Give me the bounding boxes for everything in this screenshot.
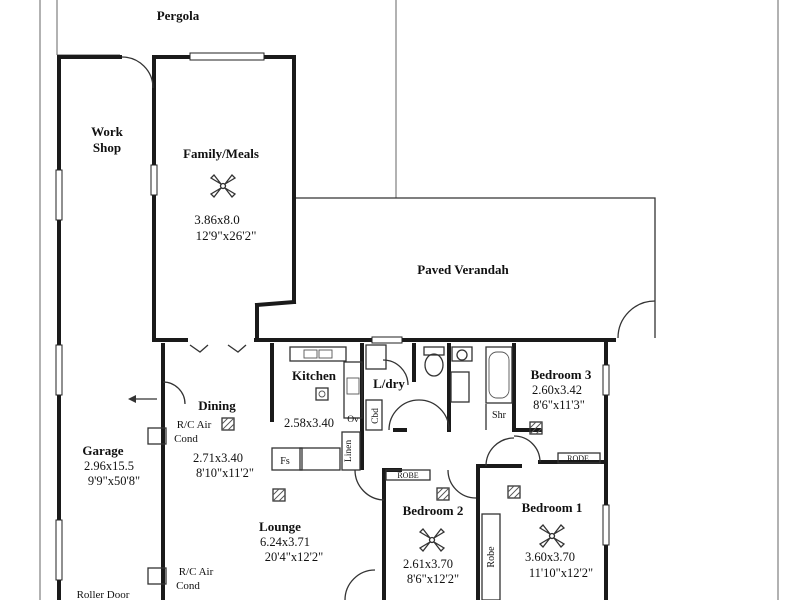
door-swing-icon (617, 300, 656, 339)
bedroom2-metric: 2.61x3.70 (403, 557, 453, 571)
bedroom2-label: Bedroom 2 (403, 503, 464, 518)
roller-door-label: Roller Door (77, 589, 130, 600)
door-swing-icon (485, 437, 515, 467)
bedroom3-robe-label: RODE (567, 454, 589, 463)
family-meals-imperial: 12'9"x26'2" (196, 228, 257, 243)
door-swing-icon (227, 344, 247, 353)
robes (385, 452, 601, 600)
light-fixture-icon (436, 487, 450, 501)
linen-label: Linen (344, 440, 354, 462)
toilet-icon (424, 353, 444, 377)
robe-label: Robe (486, 546, 497, 568)
light-fixture-icon (315, 387, 329, 401)
kitchen-fixtures (271, 344, 387, 471)
light-fixture-icon (272, 488, 286, 502)
aircon-units (147, 427, 167, 585)
door-swing-icon (344, 569, 376, 600)
laundry-label: L/dry (373, 376, 405, 391)
dining-imperial: 8'10"x11'2" (196, 466, 254, 480)
ceiling-fans (209, 174, 566, 552)
garage-imperial: 9'9"x50'8" (88, 474, 140, 488)
garage-label: Garage (82, 443, 123, 458)
paved-verandah-label: Paved Verandah (417, 262, 509, 277)
pergola-label: Pergola (157, 8, 200, 23)
ceiling-fan-icon (209, 174, 237, 198)
shower-icon (485, 346, 513, 404)
fridge-space-label: Fs (280, 456, 290, 467)
oven-label: Ov (347, 415, 359, 425)
door-swing-icon (354, 469, 385, 501)
bedroom1-metric: 3.60x3.70 (525, 550, 575, 564)
dining-label: Dining (198, 398, 236, 413)
aircon-dining-line1: R/C Air (177, 419, 212, 431)
pergola-outline (56, 0, 397, 198)
arrow-left-icon (128, 395, 157, 403)
bedroom3-imperial: 8'6"x11'3" (533, 398, 585, 412)
workshop-label-line2: Shop (93, 140, 121, 155)
kitchen-label: Kitchen (292, 368, 337, 383)
light-fixture-icon (221, 417, 235, 431)
aircon-lounge-line2: Cond (176, 580, 200, 592)
family-meals-label: Family/Meals (183, 146, 259, 161)
walls (57, 55, 616, 600)
bedroom3-label: Bedroom 3 (531, 367, 592, 382)
door-swing-icon (388, 399, 420, 431)
door-swing-icon (513, 435, 541, 463)
kitchen-metric: 2.58x3.40 (284, 416, 334, 430)
windows (55, 52, 610, 581)
light-fixtures (221, 387, 543, 502)
bedroom2-imperial: 8'6"x12'2" (407, 572, 459, 586)
ceiling-fan-icon (538, 524, 566, 548)
door-swing-icon (447, 469, 477, 499)
light-fixture-icon (529, 421, 543, 435)
bedroom2-robe-label: ROBE (397, 471, 418, 480)
door-swing-icon (189, 344, 209, 353)
bathroom-fixtures (423, 346, 513, 430)
door-swing-icon (382, 359, 409, 386)
bedroom1-label: Bedroom 1 (522, 500, 583, 515)
garage-metric: 2.96x15.5 (84, 459, 134, 473)
aircon-lounge-line1: R/C Air (179, 566, 214, 578)
lounge-imperial: 20'4"x12'2" (265, 550, 323, 564)
verandah-outline (294, 197, 656, 339)
workshop-label-line1: Work (91, 124, 124, 139)
bedroom3-metric: 2.60x3.42 (532, 383, 582, 397)
door-swing-icon (162, 381, 186, 405)
lounge-label: Lounge (259, 519, 301, 534)
shower-label: Shr (492, 410, 507, 421)
door-swing-icon (418, 399, 450, 431)
aircon-dining-line2: Cond (174, 433, 198, 445)
dining-metric: 2.71x3.40 (193, 451, 243, 465)
family-meals-metric: 3.86x8.0 (194, 212, 240, 227)
door-swings (121, 56, 541, 600)
light-fixture-icon (507, 485, 521, 499)
basin-icon (456, 349, 468, 361)
bedroom1-imperial: 11'10"x12'2" (529, 566, 593, 580)
cupboard-label: Cbd (371, 408, 381, 424)
door-swing-icon (121, 56, 154, 89)
ceiling-fan-icon (418, 528, 446, 552)
lounge-metric: 6.24x3.71 (260, 535, 310, 549)
